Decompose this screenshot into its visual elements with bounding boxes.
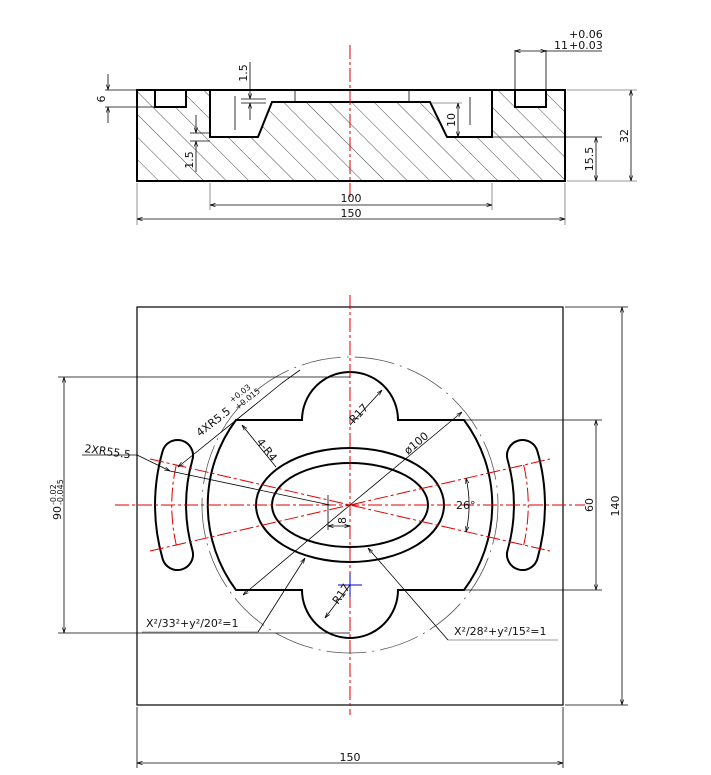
label-4-r4: 4-R4 [254,436,280,464]
section-hatch [137,90,565,181]
right-arc-slot [506,439,546,571]
dim-32: 32 [618,129,631,143]
section-outline [136,89,566,182]
dim-11-tol-lower: +0.03 [569,39,603,52]
label-2xr55-5: 2XR55.5 [84,442,132,461]
dim-150-plan: 150 [340,751,361,764]
dim-6: 6 [95,96,108,103]
label-diameter-100: ø100 [402,430,432,458]
dim-90-tol-lower: -0.045 [56,479,65,505]
label-angle-26: 26° [456,499,476,512]
dim-140: 140 [609,496,622,517]
plan-view: 150 140 60 90 -0.02 -0.045 2XR55.5 4XR5.… [49,295,628,768]
label-inner-ellipse: X²/28²+y²/15²=1 [454,625,547,638]
section-view: 150 100 32 15.5 6 1.5 1.5 10 [95,28,637,225]
dim-150-section: 150 [341,207,362,220]
dim-60: 60 [583,498,596,512]
right-slot-section [514,90,547,108]
label-offset-8: 8 [336,517,349,524]
label-outer-ellipse: X²/33²+y²/20²=1 [146,617,239,630]
dim-11-tol-upper: +0.06 [569,28,603,41]
left-slot-section [154,90,187,108]
dim-15-5: 15.5 [583,147,596,172]
dim-90-tol-upper: -0.02 [49,484,58,505]
dim-11: 11 [554,39,568,52]
pocket-profile [209,90,493,138]
dim-1-5-top: 1.5 [237,64,250,82]
left-arc-slot [154,439,194,571]
dim-90: 90 [51,506,64,520]
dim-1-5-bottom: 1.5 [183,151,196,169]
dim-100: 100 [341,192,362,205]
dim-10: 10 [445,113,458,127]
